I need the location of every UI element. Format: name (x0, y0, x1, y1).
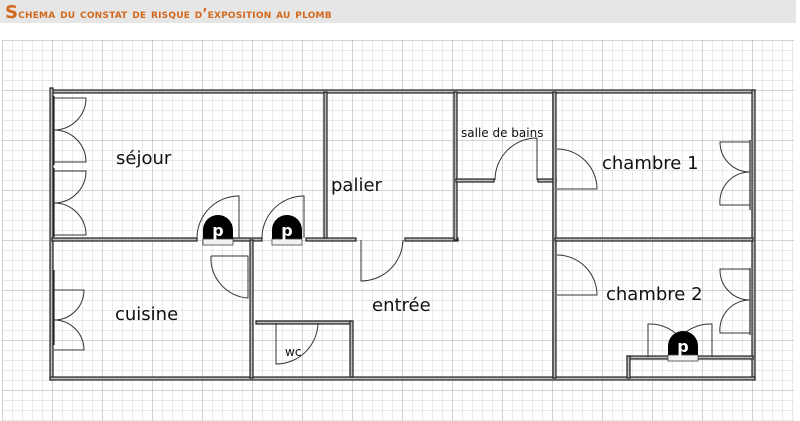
room-label-salle-de-bains: salle de bains (461, 126, 543, 140)
lead-marker-3: p (667, 331, 699, 362)
title-bar: Schema du constat de risque d’exposition… (0, 0, 796, 23)
doors (53, 97, 751, 365)
room-label-palier: palier (331, 175, 383, 196)
room-label-sejour: séjour (116, 148, 172, 169)
room-label-entree: entrée (372, 295, 431, 316)
grid-paper (2, 40, 794, 421)
page-title: Schema du constat de risque d’exposition… (5, 2, 332, 23)
room-label-wc: wc (285, 345, 301, 359)
title-initial: S (5, 2, 19, 23)
svg-text:p: p (281, 221, 292, 240)
walls (49, 87, 756, 381)
svg-text:p: p (677, 337, 688, 356)
title-rest: chema du constat de risque d’exposition … (18, 7, 332, 22)
room-label-cuisine: cuisine (115, 304, 178, 325)
room-label-chambre-2: chambre 2 (606, 284, 703, 305)
lead-marker-2: p (271, 215, 303, 246)
lead-marker-1: p (202, 215, 234, 246)
svg-text:p: p (212, 221, 223, 240)
room-label-chambre-1: chambre 1 (602, 153, 699, 174)
